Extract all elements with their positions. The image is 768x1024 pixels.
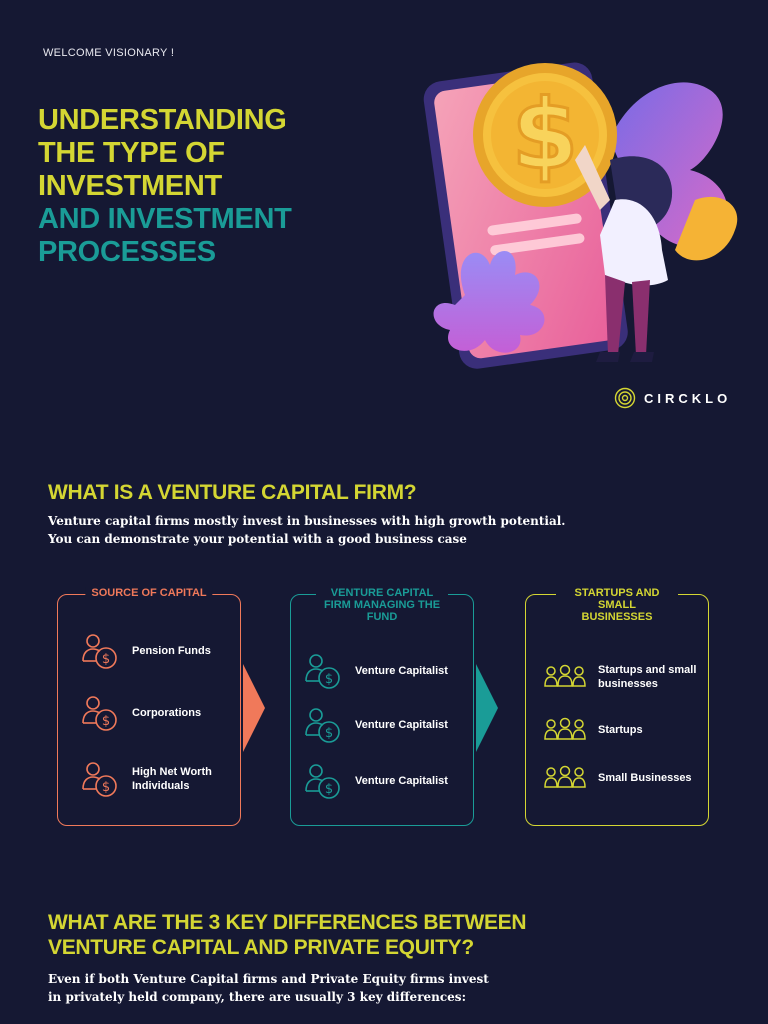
hero-title: UNDERSTANDING THE TYPE OF INVESTMENT AND… [38, 104, 292, 269]
hero-title-line: INVESTMENT [38, 170, 222, 202]
section-paragraph: Even if both Venture Capital firms and P… [48, 970, 489, 1006]
section-paragraph: Venture capital firms mostly invest in b… [48, 512, 565, 548]
paragraph-line: Even if both Venture Capital firms and P… [48, 972, 489, 986]
svg-text:$: $ [325, 726, 333, 741]
item-label: Venture Capitalist [355, 775, 448, 787]
circklo-logo-icon [614, 387, 636, 409]
brand-name: CIRCKLO [644, 390, 732, 406]
brand-logo: CIRCKLO [614, 387, 731, 409]
hero-title-line: AND INVESTMENT [38, 203, 292, 235]
flow-arrow-icon [243, 664, 265, 752]
list-item: Startups [544, 717, 643, 743]
list-item: $ Pension Funds [80, 631, 211, 671]
item-label: Pension Funds [132, 645, 211, 657]
hero-title-line: PROCESSES [38, 236, 216, 268]
heading-line: VENTURE CAPITAL AND PRIVATE EQUITY? [48, 936, 474, 959]
hero-title-line: UNDERSTANDING [38, 104, 287, 136]
item-label: Venture Capitalist [355, 719, 448, 731]
hero-title-line: THE TYPE OF [38, 137, 225, 169]
hero-illustration: $ [423, 62, 738, 369]
startups-box: STARTUPS AND SMALL BUSINESSES Startups a… [525, 587, 709, 826]
investor-money-icon: $ [305, 654, 340, 689]
paragraph-line: in privately held company, there are usu… [48, 990, 466, 1004]
people-group-icon [544, 664, 586, 687]
vc-firm-box: VENTURE CAPITAL FIRM MANAGING THE FUND $… [290, 587, 474, 826]
flow-arrow-icon [476, 664, 498, 752]
box-title: VENTURE CAPITAL FIRM MANAGING THE FUND [316, 587, 448, 623]
welcome-text: WELCOME VISIONARY ! [43, 47, 175, 59]
section-heading: WHAT ARE THE 3 KEY DIFFERENCES BETWEEN V… [48, 910, 527, 960]
svg-text:$: $ [325, 672, 333, 687]
heading-line: WHAT ARE THE 3 KEY DIFFERENCES BETWEEN [48, 911, 527, 934]
list-item: $ Venture Capitalist [303, 705, 448, 745]
svg-text:$: $ [102, 780, 110, 795]
list-item: $ Venture Capitalist [303, 651, 448, 691]
list-item: $ Corporations [80, 693, 201, 733]
item-label: Startups [598, 724, 643, 736]
svg-text:$: $ [102, 714, 110, 729]
svg-text:$: $ [102, 652, 110, 667]
list-item: Small Businesses [544, 765, 692, 791]
box-title: STARTUPS AND SMALL BUSINESSES [556, 587, 678, 623]
investor-money-icon: $ [82, 696, 117, 731]
list-item: $ Venture Capitalist [303, 761, 448, 801]
item-label: Corporations [132, 707, 202, 719]
people-group-icon [544, 717, 586, 740]
svg-text:$: $ [512, 79, 579, 191]
paragraph-line: Venture capital firms mostly invest in b… [48, 514, 566, 528]
svg-text:$: $ [325, 782, 333, 797]
investor-money-icon: $ [82, 634, 117, 669]
people-group-icon [544, 765, 586, 788]
box-title: SOURCE OF CAPITAL [85, 587, 213, 599]
item-label: Venture Capitalist [355, 665, 448, 677]
list-item: Startups and small businesses [544, 663, 708, 691]
item-label: Startups and small businesses [598, 664, 697, 690]
investor-money-icon: $ [305, 764, 340, 799]
item-label: High Net Worth Individuals [132, 766, 212, 792]
list-item: $ High Net Worth Individuals [80, 759, 227, 799]
paragraph-line: You can demonstrate your potential with … [48, 532, 467, 546]
investor-money-icon: $ [305, 708, 340, 743]
source-of-capital-box: SOURCE OF CAPITAL $ Pension Funds $ Corp… [57, 587, 241, 826]
investor-money-icon: $ [82, 762, 117, 797]
item-label: Small Businesses [598, 772, 692, 784]
section-heading: WHAT IS A VENTURE CAPITAL FIRM? [48, 481, 417, 504]
